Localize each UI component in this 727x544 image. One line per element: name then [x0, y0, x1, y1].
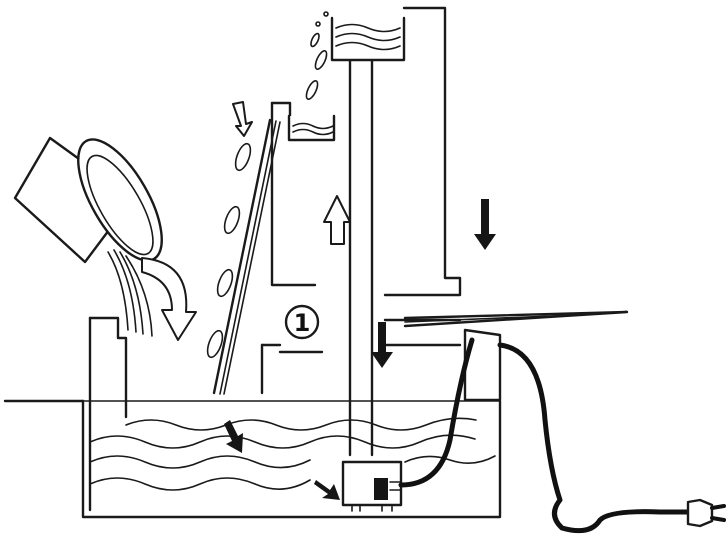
- plug-icon: [686, 498, 726, 528]
- step-marker: 1: [284, 304, 320, 340]
- middle-tower: [260, 101, 351, 395]
- bucket-icon: [13, 136, 197, 341]
- power-cord: [398, 337, 693, 534]
- rising-pipe: [348, 58, 374, 457]
- right-tower: [383, 6, 496, 297]
- water-basin: [3, 316, 502, 519]
- pump-icon: [314, 460, 403, 512]
- flow-arrow: [224, 420, 243, 453]
- water-waves: [89, 417, 496, 491]
- tilted-ramp: [206, 101, 281, 395]
- outlet-spout: [371, 310, 629, 402]
- reservoir-icon: [305, 11, 406, 101]
- step-marker-label: 1: [294, 309, 311, 337]
